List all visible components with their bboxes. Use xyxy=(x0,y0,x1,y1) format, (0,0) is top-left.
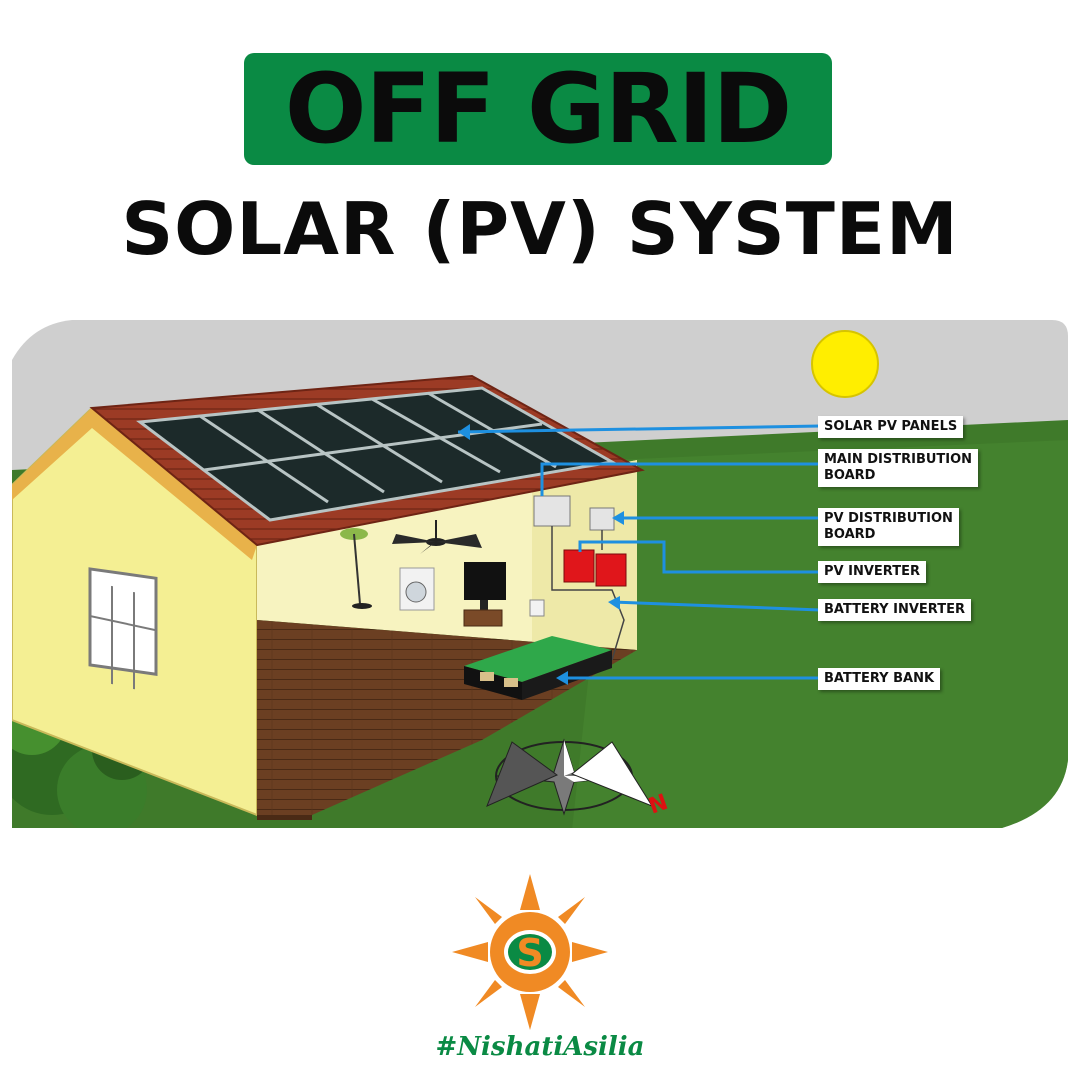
wall-socket xyxy=(529,599,545,617)
title-banner xyxy=(244,53,832,165)
label-pv-inverter: PV INVERTER xyxy=(818,561,926,583)
battery-bank xyxy=(464,636,612,700)
label-battery-bank: BATTERY BANK xyxy=(818,668,941,690)
compass-rose xyxy=(486,738,654,816)
footer-hashtag: #NishatiAsilia xyxy=(435,1032,645,1062)
main-distribution-board xyxy=(533,495,571,527)
brand-logo: S xyxy=(452,874,608,1030)
pv-inverter xyxy=(563,549,595,583)
floor-lamp xyxy=(340,528,372,609)
television xyxy=(464,562,506,612)
page-title: OFF GRID xyxy=(284,53,792,165)
ceiling-fan xyxy=(392,520,482,554)
label-solar-pv-panels: SOLAR PV PANELS xyxy=(818,416,964,438)
sun xyxy=(811,330,879,398)
battery-inverter xyxy=(595,553,627,587)
house-illustration: N xyxy=(12,320,1068,828)
label-pv-distribution-board: PV DISTRIBUTION BOARD xyxy=(818,508,959,546)
leader-lines xyxy=(457,424,821,680)
window xyxy=(88,567,158,690)
logo-letter: S xyxy=(516,931,543,975)
washing-machine xyxy=(399,567,435,611)
tv-stand xyxy=(463,609,503,627)
page-subtitle: SOLAR (PV) SYSTEM xyxy=(121,187,959,271)
pv-distribution-board xyxy=(589,507,615,531)
label-battery-inverter: BATTERY INVERTER xyxy=(818,599,971,621)
label-main-distribution-board: MAIN DISTRIBUTION BOARD xyxy=(818,449,979,487)
